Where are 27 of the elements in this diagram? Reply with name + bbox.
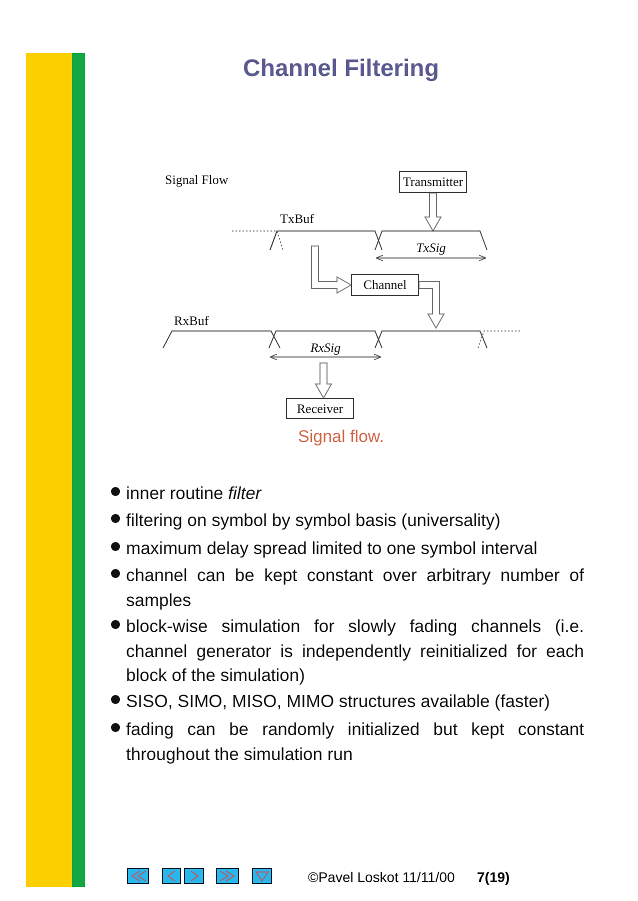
bullet-text: inner routine filter — [126, 482, 263, 505]
box-label: Channel — [363, 277, 407, 293]
bullet-text: filtering on symbol by symbol basis (universality) — [126, 509, 502, 532]
bullet-text: SISO, SIMO, MISO, MIMO structures available (faster) — [126, 690, 551, 713]
slide-title: Channel Filtering — [242, 55, 439, 82]
hollow-arrow — [314, 362, 332, 399]
signal-label: TxSig — [416, 240, 446, 255]
process-box — [286, 398, 354, 419]
buffer-label: RxBuf — [174, 313, 209, 329]
signal-label: RxSig — [310, 340, 341, 355]
page-number: 7(19) — [477, 869, 510, 885]
bullet-text: fading can be randomly initialized but kept constant throughout the simulation run — [126, 718, 584, 766]
box-label: Receiver — [296, 400, 344, 416]
bullet-text: block-wise simulation for slowly fading channels (i.e. channel generator is independently reinitialized for each block of the simulation) — [126, 615, 584, 687]
buffer-segment — [270, 230, 382, 250]
buffer-segment — [374, 330, 488, 348]
bullet-text: maximum delay spread limited to one symbol interval — [126, 537, 538, 560]
box-label: Transmitter — [402, 174, 464, 190]
hollow-arrow — [311, 246, 352, 294]
hollow-arrow — [424, 192, 442, 232]
footer-text: ©Pavel Loskot 11/11/00 — [308, 869, 455, 885]
process-box — [399, 171, 467, 193]
buffer-label: TxBuf — [280, 211, 314, 227]
figure-caption: Signal flow. — [298, 427, 384, 446]
process-box — [351, 274, 419, 296]
hollow-arrow — [418, 281, 445, 329]
diagram-label: Signal Flow — [165, 172, 228, 188]
